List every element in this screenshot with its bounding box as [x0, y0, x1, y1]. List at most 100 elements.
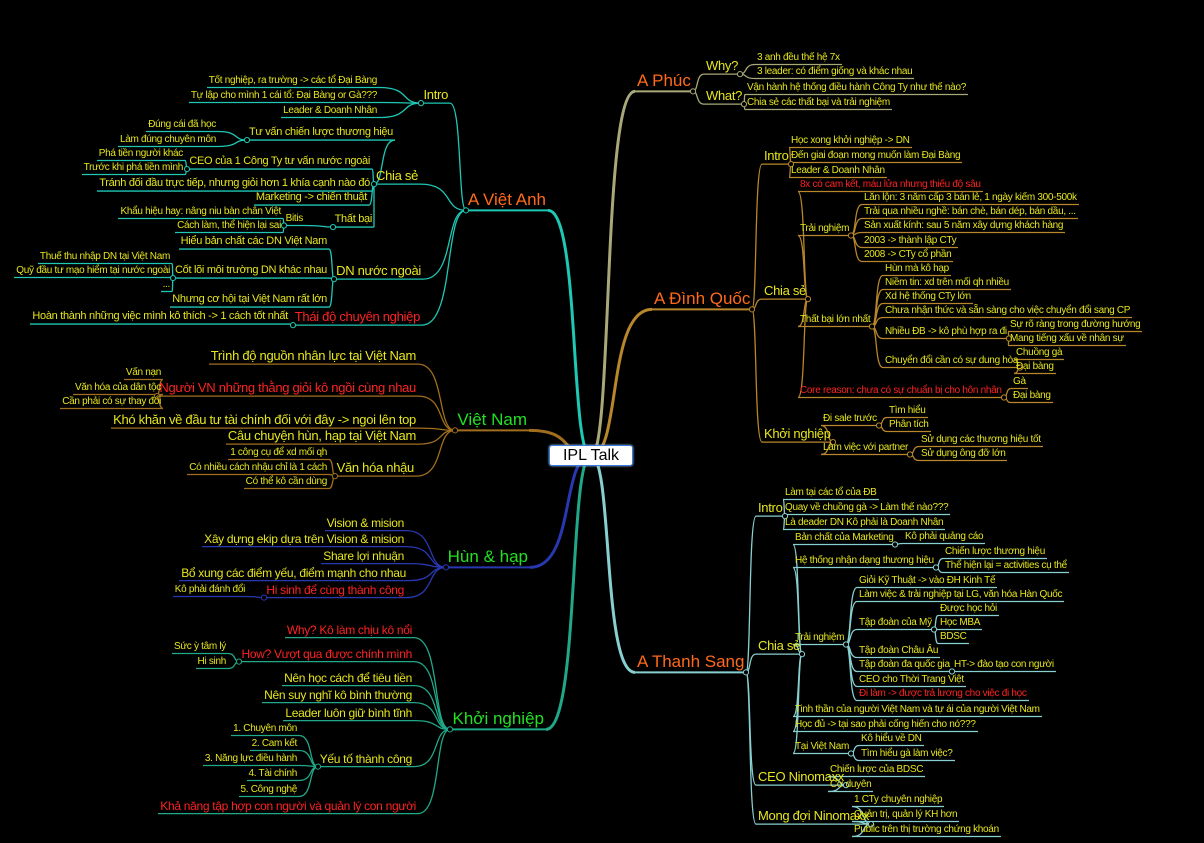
topic-can-phai-co-su-thay-doi[interactable]: Cần phải có sự thay đổi	[62, 396, 161, 407]
topic-hoc-mba[interactable]: Học MBA	[940, 617, 981, 628]
topic-how-vuot-qua-duoc-chinh-minh[interactable]: How? Vượt qua được chính mình	[241, 646, 412, 661]
topic-kha-nang-tap-hop-con-nguoi-va-quan-ly-co[interactable]: Khả năng tập hợp con người và quản lý co…	[160, 798, 416, 813]
topic-hieu-ban-chat-cac-dn-viet-nam[interactable]: Hiểu bản chất các DN Việt Nam	[180, 235, 328, 248]
topic-trai-nghiem[interactable]: Trải nghiệm	[800, 223, 850, 234]
collapse-toggle-icon[interactable]	[798, 651, 806, 658]
collapse-toggle-icon[interactable]	[451, 427, 459, 434]
topic-di-sale-truoc[interactable]: Đi sale trước	[823, 413, 877, 424]
topic-leader-doanh-nhan[interactable]: Leader & Doanh Nhân	[283, 105, 377, 116]
topic-share-loi-nhuan[interactable]: Share lợi nhuận	[323, 548, 404, 563]
topic-node[interactable]: ...	[162, 279, 171, 290]
topic-van-hoa-cua-dan-toc[interactable]: Văn hóa của dân tộc	[74, 382, 161, 393]
topic-lam-dung-chuyen-mon[interactable]: Làm đúng chuyên môn	[119, 134, 216, 145]
topic-tu-lap-cho-minh-1-cai-to-dai-bang-or-ga[interactable]: Tự lập cho mình 1 cái tổ: Đại Bàng or Gà…	[190, 90, 377, 101]
topic-tap-doan-cua-my[interactable]: Tập đoàn của Mỹ	[859, 617, 932, 628]
topic-public-tren-thi-truong-chung-khoan[interactable]: Public trên thị trường chứng khoán	[854, 824, 999, 835]
topic-2003-thanh-lap-cty[interactable]: 2003 -> thành lập CTy	[864, 235, 957, 246]
topic-8x-co-cam-ket-mau-lua-nhung-thieu-do-sau[interactable]: 8x có cam kết, máu lửa nhưng thiếu độ sâ…	[800, 179, 981, 190]
topic-leader-doanh-nhan[interactable]: Leader & Doanh Nhân	[791, 165, 885, 176]
topic-hoc-du-tai-sao-phai-cong-hien-cho-no[interactable]: Học đủ -> tại sao phải cống hiến cho nó?…	[795, 719, 976, 730]
topic-2-cam-ket[interactable]: 2. Cam kết	[251, 738, 298, 749]
topic-co-duyen[interactable]: Cơ duyên	[830, 779, 872, 790]
topic-den-giai-doan-mong-muon-lam-dai-bang[interactable]: Đến giai đoạn mong muốn làm Đại Bàng	[791, 150, 961, 161]
topic-xay-dung-ekip-dua-tren-vision-mision[interactable]: Xây dựng ekip dựa trên Vision & mision	[204, 531, 404, 546]
collapse-toggle-icon[interactable]	[868, 323, 876, 330]
topic-nen-suy-nghi-ko-binh-thuong[interactable]: Nên suy nghĩ kô bình thường	[264, 687, 412, 702]
collapse-toggle-icon[interactable]	[948, 668, 956, 675]
collapse-toggle-icon[interactable]	[829, 439, 837, 446]
collapse-toggle-icon[interactable]	[787, 161, 795, 168]
collapse-toggle-icon[interactable]	[1000, 394, 1008, 401]
topic-khoi-nghiep[interactable]: Khởi nghiệp	[764, 426, 831, 442]
topic-4-tai-chinh[interactable]: 4. Tài chính	[248, 768, 298, 779]
collapse-toggle-icon[interactable]	[1016, 364, 1024, 371]
topic-cot-loi-moi-truong-dn-khac-nhau[interactable]: Cốt lõi môi trường DN khác nhau	[174, 264, 327, 277]
collapse-toggle-icon[interactable]	[417, 100, 425, 107]
collapse-toggle-icon[interactable]	[153, 393, 161, 400]
topic-tinh-than-cua-nguoi-viet-nam-va-tu-ai-cu[interactable]: Tinh thần của người Việt Nam và tự ái củ…	[795, 704, 1040, 715]
branch-hun-hap[interactable]: Hùn & hạp	[447, 546, 528, 566]
topic-bdsc[interactable]: BDSC	[940, 631, 967, 642]
branch-a-viet-anh[interactable]: A Việt Anh	[467, 189, 546, 209]
branch-khoi-nghiep[interactable]: Khởi nghiệp	[452, 708, 545, 728]
topic-3-leader-co-diem-giong-va-khac-nhau[interactable]: 3 leader: có điểm giống và khác nhau	[757, 66, 913, 77]
topic-ko-hieu-ve-dn[interactable]: Kô hiểu về DN	[861, 733, 922, 744]
collapse-toggle-icon[interactable]	[169, 274, 177, 282]
topic-co-the-ko-can-dung[interactable]: Có thể kô cần dùng	[245, 476, 328, 487]
topic-duoc-hoc-hoi[interactable]: Được học hỏi	[940, 603, 997, 614]
topic-ht-dao-tao-con-nguoi[interactable]: HT-> đào tạo con người	[954, 659, 1054, 670]
collapse-toggle-icon[interactable]	[804, 296, 812, 303]
topic-dai-bang[interactable]: Đại bàng	[1016, 361, 1054, 372]
topic-ko-phai-quang-cao[interactable]: Kô phải quảng cáo	[905, 531, 984, 542]
topic-1-chuyen-mon[interactable]: 1. Chuyên môn	[233, 723, 297, 734]
topic-su-ro-rang-trong-duong-huong[interactable]: Sự rõ ràng trong đường hướng	[1010, 319, 1141, 330]
collapse-toggle-icon[interactable]	[260, 594, 268, 601]
topic-5-cong-nghe[interactable]: 5. Công nghệ	[240, 784, 298, 795]
topic-chia-se[interactable]: Chia sẻ	[758, 638, 800, 654]
topic-3-nang-luc-dieu-hanh[interactable]: 3. Năng lực điều hành	[204, 753, 297, 764]
topic-dung-cai-da-hoc[interactable]: Đúng cái đã học	[148, 119, 216, 130]
collapse-toggle-icon[interactable]	[867, 821, 875, 828]
topic-la-deader-dn-ko-phai-la-doanh-nhan[interactable]: Là deader DN Kô phải là Doanh Nhân	[785, 517, 944, 528]
topic-the-hien-lai-activities-cu-the[interactable]: Thể hiện lại = activities cụ thể	[945, 560, 1067, 571]
topic-lam-tai-cac-to-cua-db[interactable]: Làm tại các tổ của ĐB	[785, 487, 877, 498]
collapse-toggle-icon[interactable]	[930, 626, 938, 633]
collapse-toggle-icon[interactable]	[183, 165, 191, 173]
collapse-toggle-icon[interactable]	[442, 564, 450, 571]
topic-ceo-cua-1-cong-ty-tu-van-nuoc-ngoai[interactable]: CEO của 1 Công Ty tư vấn nước ngoài	[189, 155, 370, 168]
topic-intro[interactable]: Intro	[764, 148, 789, 164]
topic-why-ko-lam-chiu-ko-noi[interactable]: Why? Kô làm chịu kô nổi	[286, 622, 412, 637]
collapse-toggle-icon[interactable]	[1005, 335, 1013, 342]
topic-gioi-ky-thuat-vao-dh-kinh-te[interactable]: Giỏi Kỹ Thuật -> vào ĐH Kinh Tế	[859, 575, 996, 586]
topic-leader-luon-giu-binh-tinh[interactable]: Leader luôn giữ bình tĩnh	[285, 705, 412, 720]
topic-chuyen-doi-can-co-su-dung-hoa[interactable]: Chuyển đổi cần có sự dung hòa	[885, 355, 1019, 366]
topic-quay-ve-chuong-ga-lam-the-nao[interactable]: Quay về chuồng gà -> Làm thế nào???	[785, 502, 949, 513]
topic-san-xuat-kinh-sau-5-nam-xay-dung-khach-h[interactable]: Sản xuất kính: sau 5 năm xây dựng khách …	[864, 220, 1064, 231]
collapse-toggle-icon[interactable]	[740, 101, 748, 108]
topic-nen-hoc-cach-de-tieu-tien[interactable]: Nên học cách để tiêu tiền	[284, 670, 412, 685]
collapse-toggle-icon[interactable]	[289, 322, 297, 329]
collapse-toggle-icon[interactable]	[906, 451, 914, 458]
collapse-toggle-icon[interactable]	[932, 564, 940, 571]
topic-tap-doan-da-quoc-gia[interactable]: Tập đoàn đa quốc gia	[859, 659, 950, 670]
topic-trai-nghiem[interactable]: Trải nghiệm	[795, 632, 845, 643]
topic-trai-qua-nhieu-nghe-ban-che-ban-dep-ban-[interactable]: Trải qua nhiều nghề: bán chè, bán dép, b…	[864, 206, 1076, 217]
collapse-toggle-icon[interactable]	[689, 88, 697, 95]
topic-ceo-cho-thoi-trang-viet[interactable]: CEO cho Thời Trang Việt	[859, 674, 964, 685]
topic-suc-y-tam-ly[interactable]: Sức ỳ tâm lý	[174, 641, 226, 652]
topic-phan-tich[interactable]: Phân tích	[889, 419, 929, 430]
topic-pha-tien-nguoi-khac[interactable]: Phá tiền người khác	[98, 148, 184, 159]
topic-hun-ma-ko-hap[interactable]: Hùn mà kô hạp	[885, 263, 949, 274]
topic-chia-se[interactable]: Chia sẻ	[376, 168, 418, 184]
topic-ko-phai-danh-doi[interactable]: Kô phải đánh đổi	[174, 584, 246, 595]
topic-cau-chuyen-hun-hap-tai-viet-nam[interactable]: Câu chuyện hùn, hạp tại Việt Nam	[227, 428, 416, 444]
topic-thue-thu-nhap-dn-tai-viet-nam[interactable]: Thuế thu nhập DN tại Việt Nam	[39, 251, 170, 262]
topic-kho-khan-ve-dau-tu-tai-chinh-doi-voi-day[interactable]: Khó khăn về đầu tư tài chính đối với đây…	[113, 412, 416, 428]
topic-ceo-ninomaxx[interactable]: CEO Ninomaxx	[758, 769, 844, 785]
topic-intro[interactable]: Intro	[758, 500, 783, 516]
collapse-toggle-icon[interactable]	[462, 207, 470, 214]
branch-a-phuc[interactable]: A Phúc	[637, 70, 691, 90]
central-topic-ipl-talk[interactable]: IPL Talk	[549, 445, 633, 466]
topic-tot-nghiep-ra-truong-cac-to-dai-bang[interactable]: Tốt nghiệp, ra trường -> các tổ Đại Bàng	[208, 75, 378, 86]
topic-hoc-xong-khoi-nghiep-dn[interactable]: Học xong khởi nghiệp -> DN	[791, 135, 910, 146]
